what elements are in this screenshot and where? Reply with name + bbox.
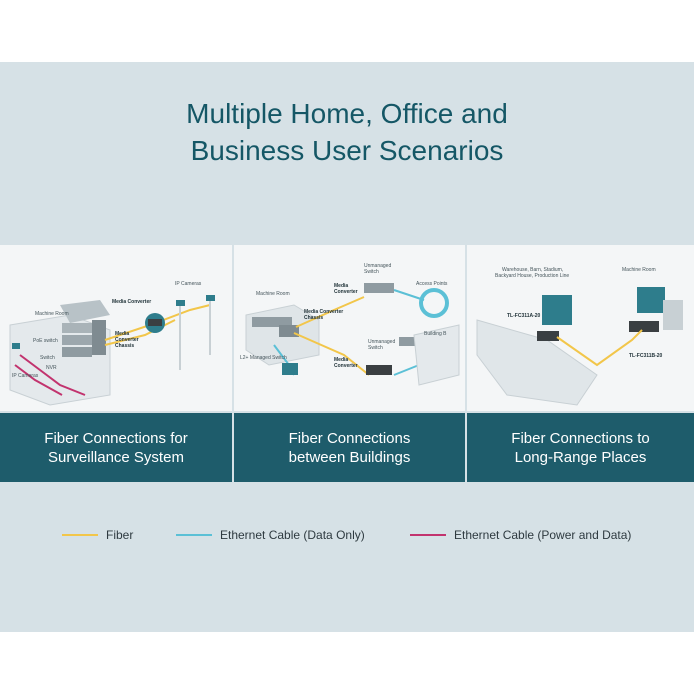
unmanaged-switch-mid <box>399 337 429 346</box>
fiber-line-2 <box>104 319 176 346</box>
label-unmanaged-mid-2: Switch <box>368 345 383 351</box>
tl-fc311b-device <box>629 321 659 332</box>
legend-ethernet-data-swatch <box>176 534 212 536</box>
panel-divider-2 <box>465 245 467 482</box>
caption-line-1: Fiber Connections to <box>511 429 650 447</box>
caption-line-2: Surveillance System <box>48 448 184 466</box>
ethernet-line-3 <box>393 364 420 376</box>
legend-ethernet-data-label: Ethernet Cable (Data Only) <box>220 528 365 542</box>
caption-line-2: Long-Range Places <box>514 448 647 466</box>
label-machine-room: Machine Room <box>256 291 290 297</box>
legend-ethernet-power-swatch <box>410 534 446 536</box>
label-switch: Switch <box>40 355 55 361</box>
legend-fiber-swatch <box>62 534 98 536</box>
fiber-line <box>104 304 211 341</box>
label-nvr: NVR <box>46 365 57 371</box>
poe-line <box>19 354 86 396</box>
label-mc-1: Media <box>334 283 348 289</box>
label-building-b: Building B <box>424 331 447 337</box>
media-converter-device <box>366 365 392 375</box>
label-unmanaged-top-2: Switch <box>364 269 379 275</box>
long-range-illustration: Warehouse, Barn, Stadium, Backyard House… <box>476 267 683 406</box>
legend-fiber: Fiber <box>62 528 133 542</box>
label-model-b: TL-FC311B-20 <box>629 353 663 359</box>
l2-managed-switch <box>252 317 292 327</box>
caption-line-2: between Buildings <box>288 448 411 466</box>
converter-device <box>148 319 162 326</box>
fiber-line <box>556 329 643 367</box>
label-machine-room: Machine Room <box>35 311 69 317</box>
label-media-converter: Media Converter <box>112 299 151 305</box>
poe-switch-device <box>62 323 92 333</box>
camera-icon-3 <box>12 343 20 349</box>
title-line-2: Business User Scenarios <box>190 135 504 166</box>
label-unmanaged-mid-1: Unmanaged <box>368 339 395 345</box>
ethernet-line-2 <box>393 289 425 301</box>
label-unmanaged-top-1: Unmanaged <box>364 263 391 269</box>
server-rack <box>663 300 683 330</box>
caption-line-1: Fiber Connections for <box>44 429 188 447</box>
caption-long-range: Fiber Connections to Long-Range Places <box>467 413 694 482</box>
rack-top <box>60 300 110 323</box>
fiber-line <box>293 332 370 376</box>
monitor-icon-2 <box>637 287 665 313</box>
legend-ethernet-power-label: Ethernet Cable (Power and Data) <box>454 528 632 542</box>
label-l2-switch: L2+ Managed Switch <box>240 355 287 361</box>
label-machine-room: Machine Room <box>622 267 656 273</box>
unmanaged-switch-top <box>364 283 394 293</box>
label-mc2-1: Media <box>334 357 348 363</box>
label-mc2-2: Converter <box>334 363 358 369</box>
label-ip-cameras: IP Cameras <box>175 281 202 287</box>
label-mcc-1: Media Converter <box>304 309 343 315</box>
camera-icon-2 <box>206 295 215 301</box>
scenario-panel-long-range: Warehouse, Barn, Stadium, Backyard House… <box>467 245 694 411</box>
legend-ethernet-power: Ethernet Cable (Power and Data) <box>410 528 631 542</box>
legend-ethernet-data: Ethernet Cable (Data Only) <box>176 528 365 542</box>
label-model-a: TL-FC311A-20 <box>507 313 541 319</box>
buildings-illustration: Unmanaged Switch Access Points Machine R… <box>240 263 460 386</box>
switch-device <box>62 335 92 345</box>
access-point-icon <box>419 288 449 318</box>
scenario-panel-buildings: Unmanaged Switch Access Points Machine R… <box>234 245 465 411</box>
label-places-1: Warehouse, Barn, Stadium, <box>502 267 563 273</box>
fiber-line-2 <box>295 296 365 328</box>
label-poe: PoE switch <box>33 338 58 344</box>
building-b <box>413 324 460 386</box>
label-mcc-2: Chassis <box>304 315 323 321</box>
poe-line-2 <box>14 364 63 396</box>
monitor-icon <box>542 295 572 325</box>
page-title: Multiple Home, Office and Business User … <box>0 95 694 169</box>
label-chassis-1: Media <box>115 331 129 337</box>
label-places-2: Backyard House, Production Line <box>495 273 569 279</box>
caption-buildings: Fiber Connections between Buildings <box>234 413 465 482</box>
nvr-device <box>62 347 92 357</box>
camera-icon <box>176 300 185 306</box>
label-access-points: Access Points <box>416 281 448 287</box>
tl-fc311a-device <box>537 331 559 341</box>
scenario-panel-surveillance: IP Cameras Media Converter Machine Room … <box>0 245 232 411</box>
panel-divider <box>232 245 234 482</box>
caption-surveillance: Fiber Connections for Surveillance Syste… <box>0 413 232 482</box>
label-chassis-2: Converter <box>115 337 139 343</box>
caption-line-1: Fiber Connections <box>288 429 411 447</box>
legend-fiber-label: Fiber <box>106 528 134 542</box>
surveillance-illustration: IP Cameras Media Converter Machine Room … <box>9 281 215 406</box>
media-converter-chassis <box>92 320 106 355</box>
label-ip-cameras-left: IP Cameras <box>12 373 39 379</box>
monitor-icon <box>282 363 298 375</box>
label-mc-2: Converter <box>334 289 358 295</box>
title-line-1: Multiple Home, Office and <box>186 98 508 129</box>
label-chassis-3: Chassis <box>115 343 134 349</box>
